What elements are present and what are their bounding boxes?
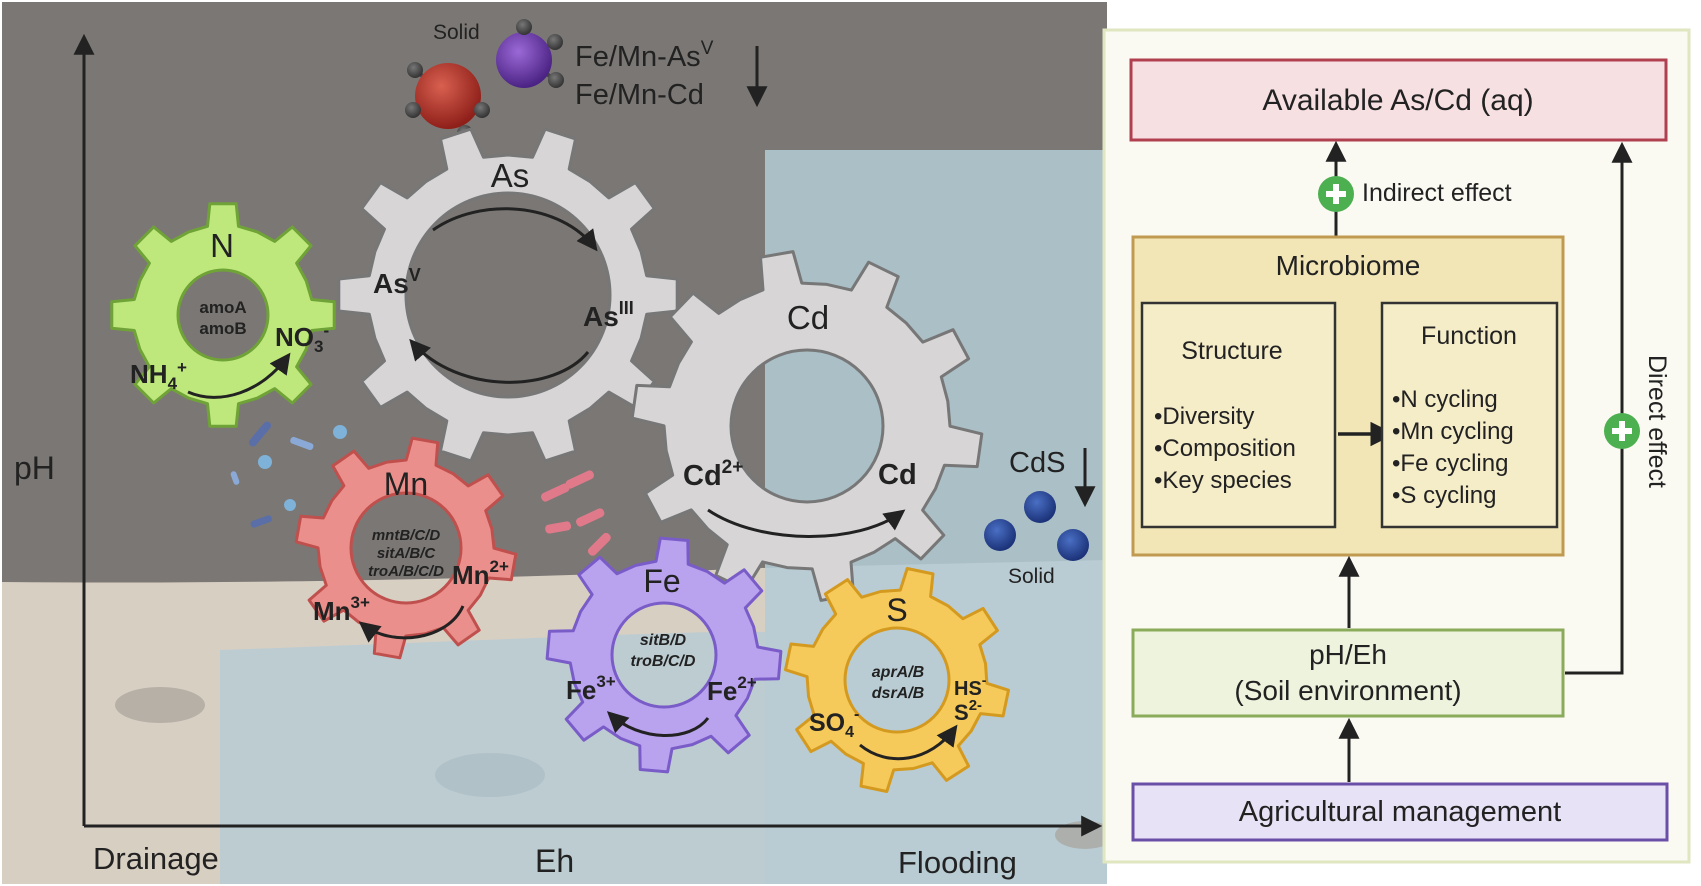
- gear-fe-right-species: Fe2+: [707, 673, 757, 706]
- direct-arrow: [1565, 141, 1633, 675]
- solid-bottom-label: Solid: [1008, 565, 1055, 588]
- axes: [73, 33, 1103, 837]
- function-item-1: •N cycling: [1392, 386, 1498, 413]
- gear-as-cycle-arrow-top: [432, 207, 598, 252]
- gear-as-left-species: AsV: [373, 265, 421, 299]
- solid-top-label: Solid: [433, 21, 480, 44]
- axis-y-label: pH: [14, 450, 55, 486]
- fe-mn-as-label: Fe/Mn-AsV: [575, 38, 714, 73]
- ph-eh-line-2: (Soil environment): [1234, 675, 1461, 706]
- gears-layer: [110, 127, 1010, 793]
- gear-fe-left-species: Fe3+: [566, 672, 616, 705]
- gear-cd-right-species: Cd: [878, 459, 917, 491]
- function-item-2: •Mn cycling: [1392, 418, 1514, 445]
- structure-title: Structure: [1181, 337, 1282, 365]
- gear-fe-shape: [545, 536, 783, 774]
- gear-as-cycle-arrow-bottom: [409, 338, 590, 384]
- function-title: Function: [1421, 322, 1517, 350]
- gear-as-title: As: [491, 157, 530, 194]
- gear-mn-cycle-arrow: [358, 605, 465, 643]
- gear-mn-gene-3: troA/B/C/D: [368, 563, 444, 580]
- function-box: [1380, 301, 1559, 529]
- gear-n-title: N: [210, 227, 234, 264]
- flooding-label: Flooding: [898, 845, 1017, 880]
- gear-cd-left-species: Cd2+: [683, 457, 743, 492]
- available-box: [1129, 58, 1668, 142]
- function-item-4: •S cycling: [1392, 482, 1496, 509]
- gear-mn-left-species: Mn3+: [313, 593, 370, 626]
- gear-mn-right-species: Mn2+: [452, 557, 509, 590]
- ph-eh-box: [1131, 628, 1565, 718]
- structure-item-3: •Key species: [1154, 467, 1292, 494]
- gear-n-left-species: NH4+: [130, 358, 187, 393]
- gear-fe-gene-2: troB/C/D: [631, 653, 696, 670]
- bacteria-cluster-middle: [541, 470, 611, 556]
- fe-mn-cd-label: Fe/Mn-Cd: [575, 79, 704, 111]
- gear-s-cycle-arrow: [859, 724, 958, 761]
- gear-mn-gene-1: mntB/C/D: [372, 527, 440, 544]
- solid-molecules-top: [405, 19, 564, 141]
- cds-label: CdS: [1009, 447, 1065, 479]
- bacteria-cluster-left: [230, 421, 347, 528]
- gear-n-cycle-arrow: [187, 352, 291, 399]
- gear-s-right-species-2: S2-: [954, 697, 982, 725]
- structure-item-1: •Diversity: [1154, 403, 1254, 430]
- plus-icon-direct: [1604, 413, 1640, 449]
- gear-as-right-species: AsIII: [583, 298, 634, 332]
- function-item-3: •Fe cycling: [1392, 450, 1508, 477]
- gear-n-gene-2: amoB: [199, 319, 246, 338]
- gear-fe-title: Fe: [643, 563, 680, 599]
- gear-fe-cycle-arrow: [606, 711, 710, 737]
- available-text: Available As/Cd (aq): [1262, 84, 1533, 117]
- microbiome-title: Microbiome: [1276, 250, 1421, 281]
- gear-n-right-species: NO3-: [275, 321, 329, 356]
- gear-s-left-species: SO4-: [809, 706, 859, 741]
- gear-cd-title: Cd: [787, 299, 829, 336]
- gear-s-gene-1: aprA/B: [872, 664, 924, 681]
- agri-box: [1131, 782, 1669, 842]
- drainage-label: Drainage: [93, 841, 219, 876]
- agri-text: Agricultural management: [1239, 796, 1561, 828]
- cds-solid-particles: [984, 491, 1089, 561]
- axis-x-label: Eh: [535, 843, 574, 879]
- gear-fe-gene-1: sitB/D: [640, 632, 687, 649]
- gear-mn-title: Mn: [384, 466, 428, 502]
- gear-n-gene-1: amoA: [199, 298, 246, 317]
- gear-as-shape: [337, 127, 679, 463]
- gear-cd-cycle-arrow: [707, 508, 906, 538]
- structure-item-2: •Composition: [1154, 435, 1296, 462]
- gear-mn-gene-2: sitA/B/C: [377, 545, 437, 562]
- structure-box: [1140, 301, 1337, 529]
- gear-s-right-species-1: HS-: [954, 672, 987, 700]
- gear-mn-shape: [294, 436, 518, 660]
- gear-s-title: S: [886, 592, 907, 628]
- plus-icon-indirect: [1318, 176, 1354, 212]
- direct-effect-label: Direct effect: [1643, 355, 1671, 488]
- indirect-effect-label: Indirect effect: [1362, 179, 1512, 207]
- gear-s-gene-2: dsrA/B: [872, 685, 924, 702]
- ph-eh-line-1: pH/Eh: [1309, 639, 1387, 670]
